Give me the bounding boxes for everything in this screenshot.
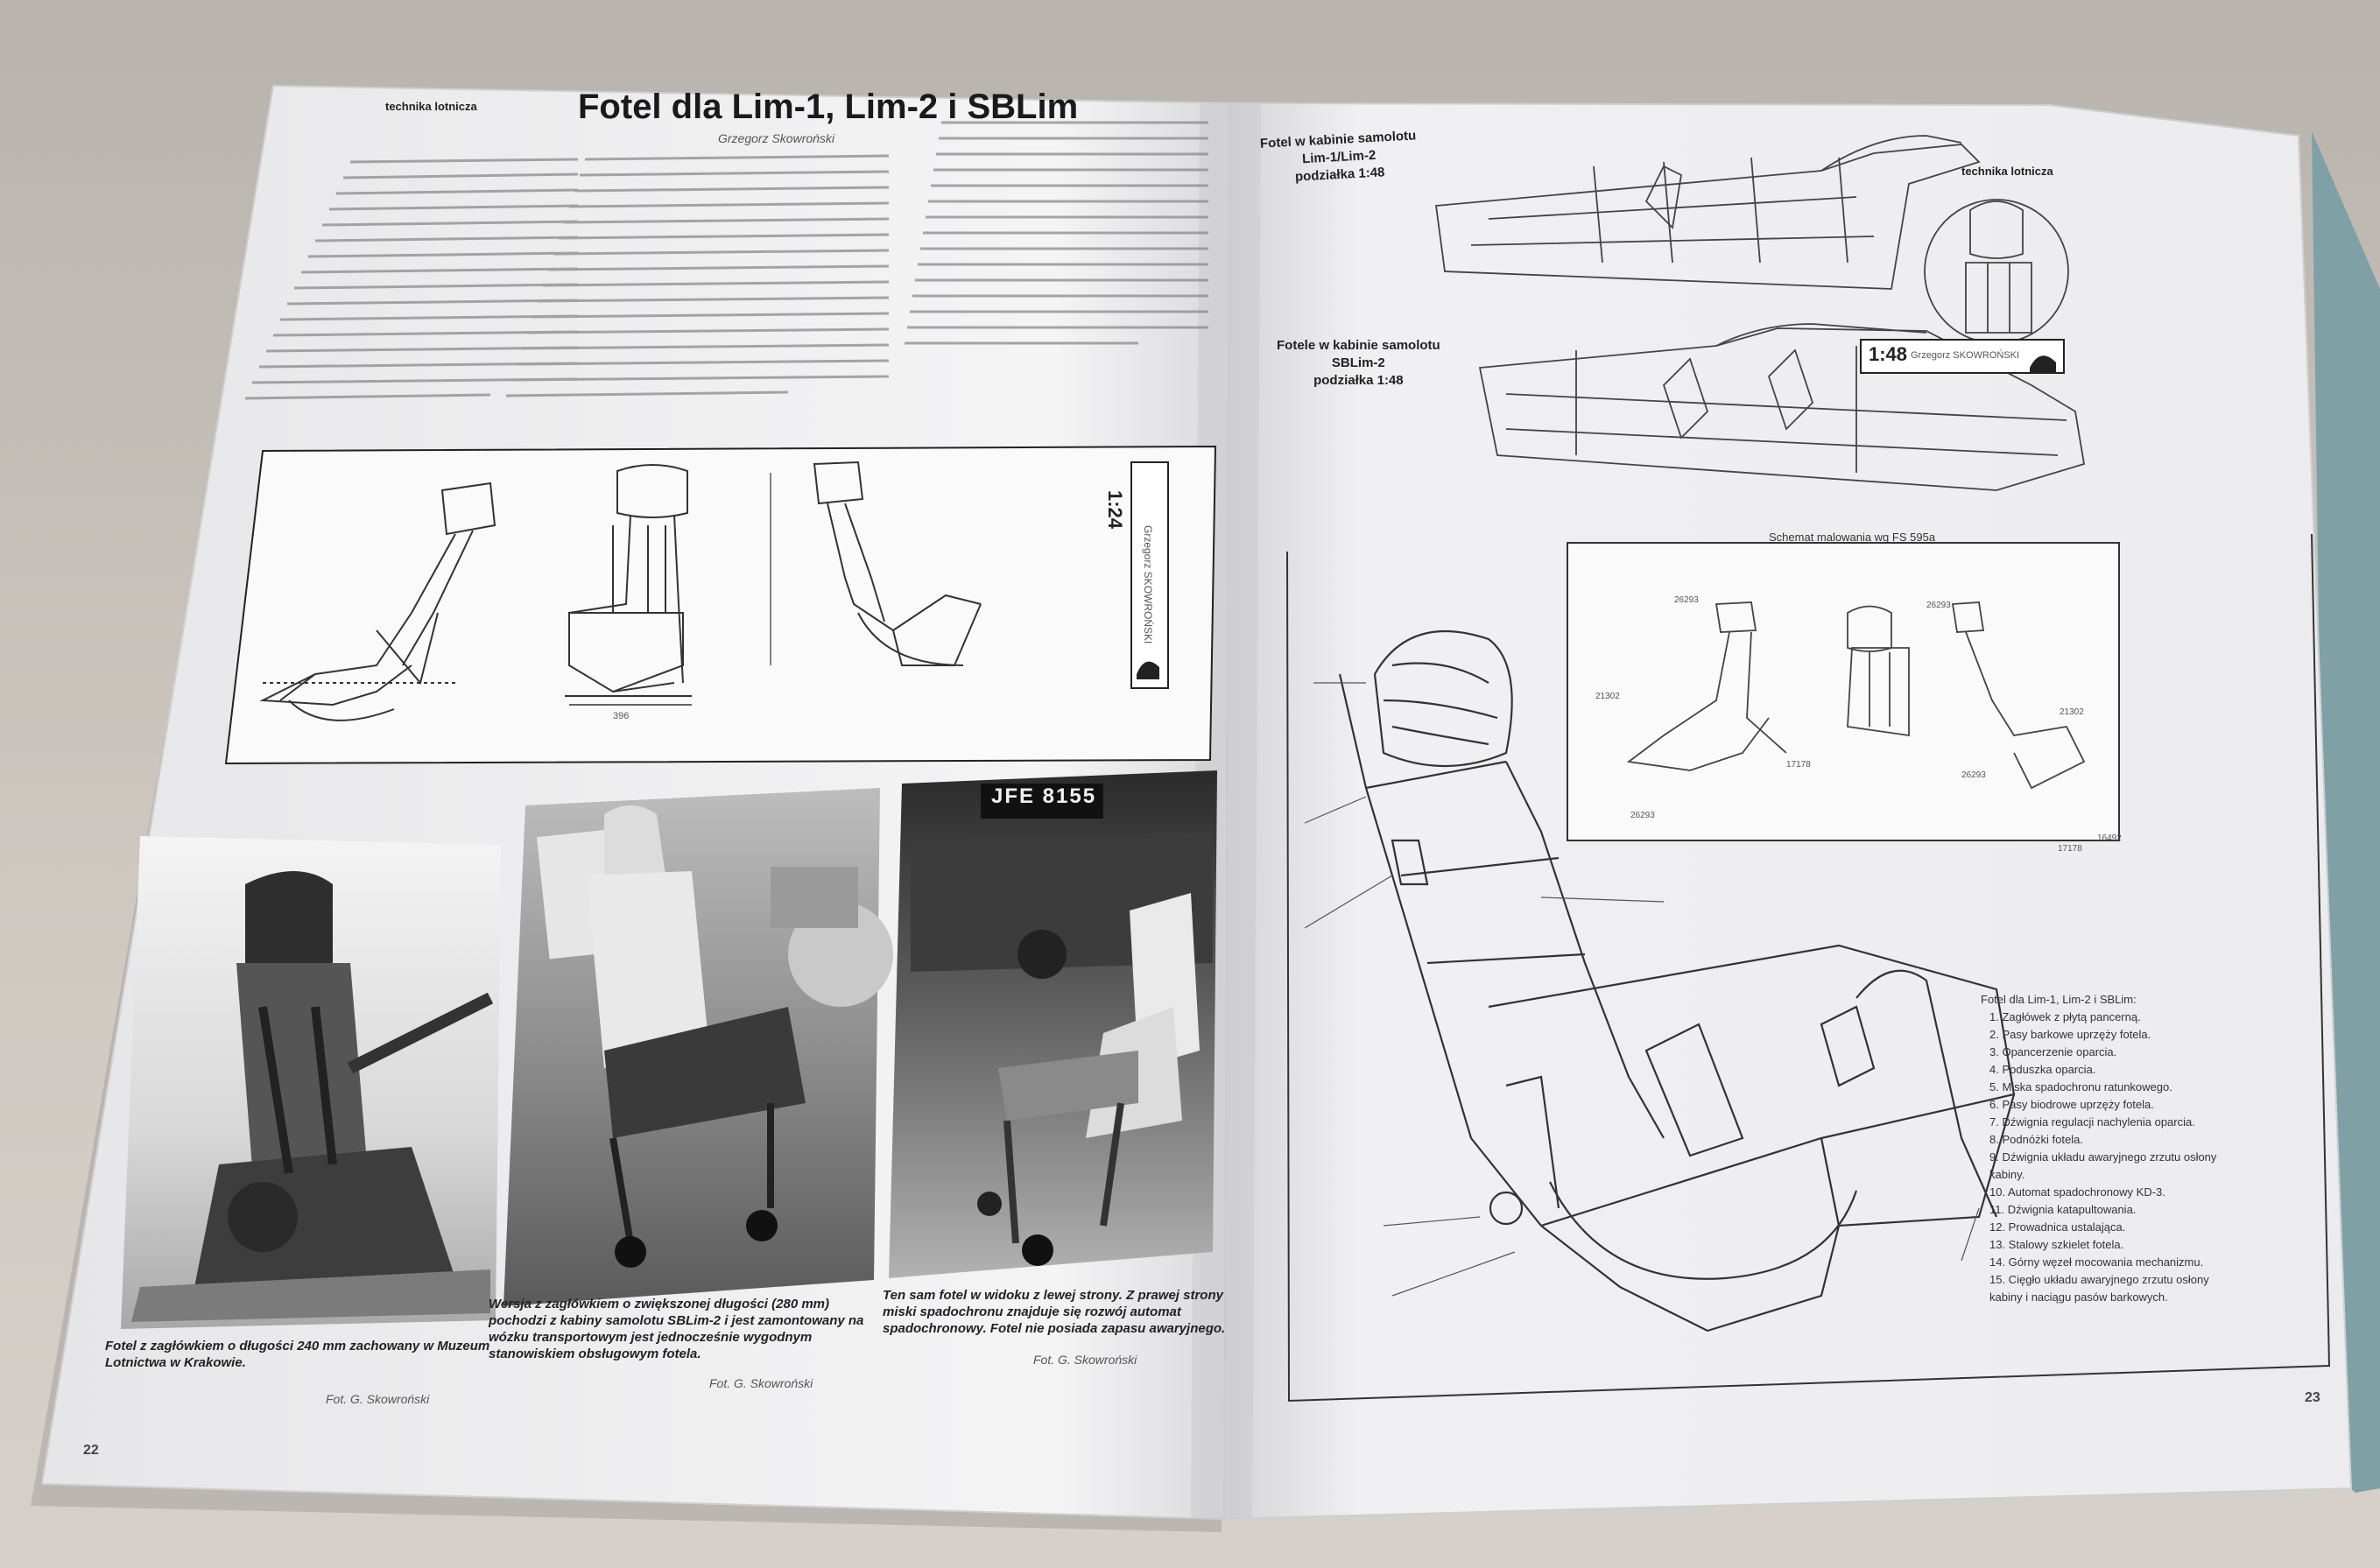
legend-item: 9. Dźwignia układu awaryjnego zrzutu osł… (1989, 1150, 2217, 1181)
paint-code: 17178 (2058, 844, 2082, 854)
scale-1-24-author: Grzegorz SKOWROŃSKI (1142, 525, 1154, 644)
legend-item: 6. Pasy biodrowe uprzęży fotela. (1989, 1098, 2154, 1111)
dimension-label: 396 (613, 711, 630, 721)
legend-item: 5. Miska spadochronu ratunkowego. (1989, 1080, 2172, 1093)
photo-caption-3: Ten sam fotel w widoku z lewej strony. Z… (883, 1288, 1226, 1336)
photo-license-plate: JFE 8155 (991, 784, 1097, 808)
seat-drawing-side-left (259, 482, 496, 721)
photo-seat-left-view-subject (911, 784, 1213, 1266)
legend-item: 4. Poduszka oparcia. (1989, 1063, 2096, 1076)
right-section-label: technika lotnicza (1961, 165, 2053, 178)
legend-item: 2. Pasy barkowe uprzęży fotela. (1989, 1028, 2151, 1041)
scale-box-1-24 (1130, 461, 1169, 689)
paint-code: 26293 (1630, 811, 1655, 820)
photo-credit-1: Fot. G. Skowroński (326, 1392, 430, 1406)
legend-item: 12. Prowadnica ustalająca. (1989, 1220, 2126, 1234)
seat-drawing-front (565, 464, 692, 706)
right-drawing-frame (1286, 533, 2331, 1403)
paint-code: 17178 (1786, 760, 1811, 770)
scale-1-48-text: 1:48 (1869, 343, 1908, 365)
scale-1-48-author: Grzegorz SKOWROŃSKI (1911, 350, 2020, 361)
paint-scheme-title: Schemat malowania wg FS 595a (1769, 531, 1936, 544)
seat-drawing-side-right (770, 461, 982, 666)
page-title: Fotel dla Lim-1, Lim-2 i SBLim (578, 88, 1079, 126)
left-text-columns (244, 121, 1208, 400)
photo-seat-krakow-subject (131, 871, 494, 1322)
legend: Fotel dla Lim-1, Lim-2 i SBLim: 1. Zagłó… (1981, 991, 2243, 1306)
paint-code: 21302 (1595, 692, 1620, 701)
paint-code: 21302 (2060, 707, 2084, 717)
paint-code: 26293 (1926, 601, 1951, 610)
legend-item: 7. Dźwignia regulacji nachylenia oparcia… (1989, 1115, 2195, 1129)
photo-caption-2: Wersja z zagłówkiem o zwiększonej długoś… (489, 1297, 864, 1361)
legend-item: 13. Stalowy szkielet fotela. (1989, 1238, 2124, 1251)
paint-scheme-box (1567, 542, 2120, 841)
author: Grzegorz Skowroński (718, 131, 835, 145)
photo-credit-2: Fot. G. Skowroński (709, 1376, 813, 1390)
photo-caption-1: Fotel z zagłówkiem o długości 240 mm zac… (105, 1339, 490, 1370)
aircraft-profile-sblim (1478, 323, 2086, 491)
legend-item: 15. Cięgło układu awaryjnego zrzutu osło… (1989, 1273, 2209, 1304)
label-lim-cabin: Fotel w kabinie samolotu Lim-1/Lim-2 pod… (1259, 128, 1417, 185)
legend-item: 1. Zagłówek z płytą pancerną. (1989, 1010, 2141, 1023)
legend-item: 14. Górny węzeł mocowania mechanizmu. (1989, 1255, 2204, 1269)
paint-code: 26293 (1961, 770, 1986, 780)
legend-item: 8. Podnóżki fotela. (1989, 1133, 2083, 1146)
photo-seat-transport-cart-subject (536, 805, 893, 1268)
aircraft-profile-lim (1434, 135, 1981, 290)
paint-code: 26293 (1674, 595, 1699, 605)
leader-lines (1304, 682, 1980, 1297)
scale-1-24-text: 1:24 (1104, 490, 1126, 530)
legend-item: 11. Dźwignia katapultowania. (1989, 1203, 2137, 1216)
left-page-number: 22 (83, 1443, 99, 1458)
legend-item: 3. Opancerzenie oparcia. (1989, 1045, 2117, 1058)
legend-item: 10. Automat spadochronowy KD-3. (1989, 1185, 2165, 1199)
seat-main-drawing (1338, 629, 2016, 1332)
paint-scheme-seats (1626, 601, 2086, 790)
right-page-number: 23 (2305, 1390, 2320, 1405)
legend-title: Fotel dla Lim-1, Lim-2 i SBLim: (1981, 993, 2137, 1006)
left-section-label: technika lotnicza (385, 100, 477, 113)
paint-code: 16492 (2097, 833, 2122, 843)
seat-drawing-panel (224, 445, 1217, 765)
label-sblim-cabin: Fotele w kabinie samolotu SBLim-2 podzia… (1277, 338, 1440, 388)
photo-credit-3: Fot. G. Skowroński (1033, 1353, 1137, 1367)
